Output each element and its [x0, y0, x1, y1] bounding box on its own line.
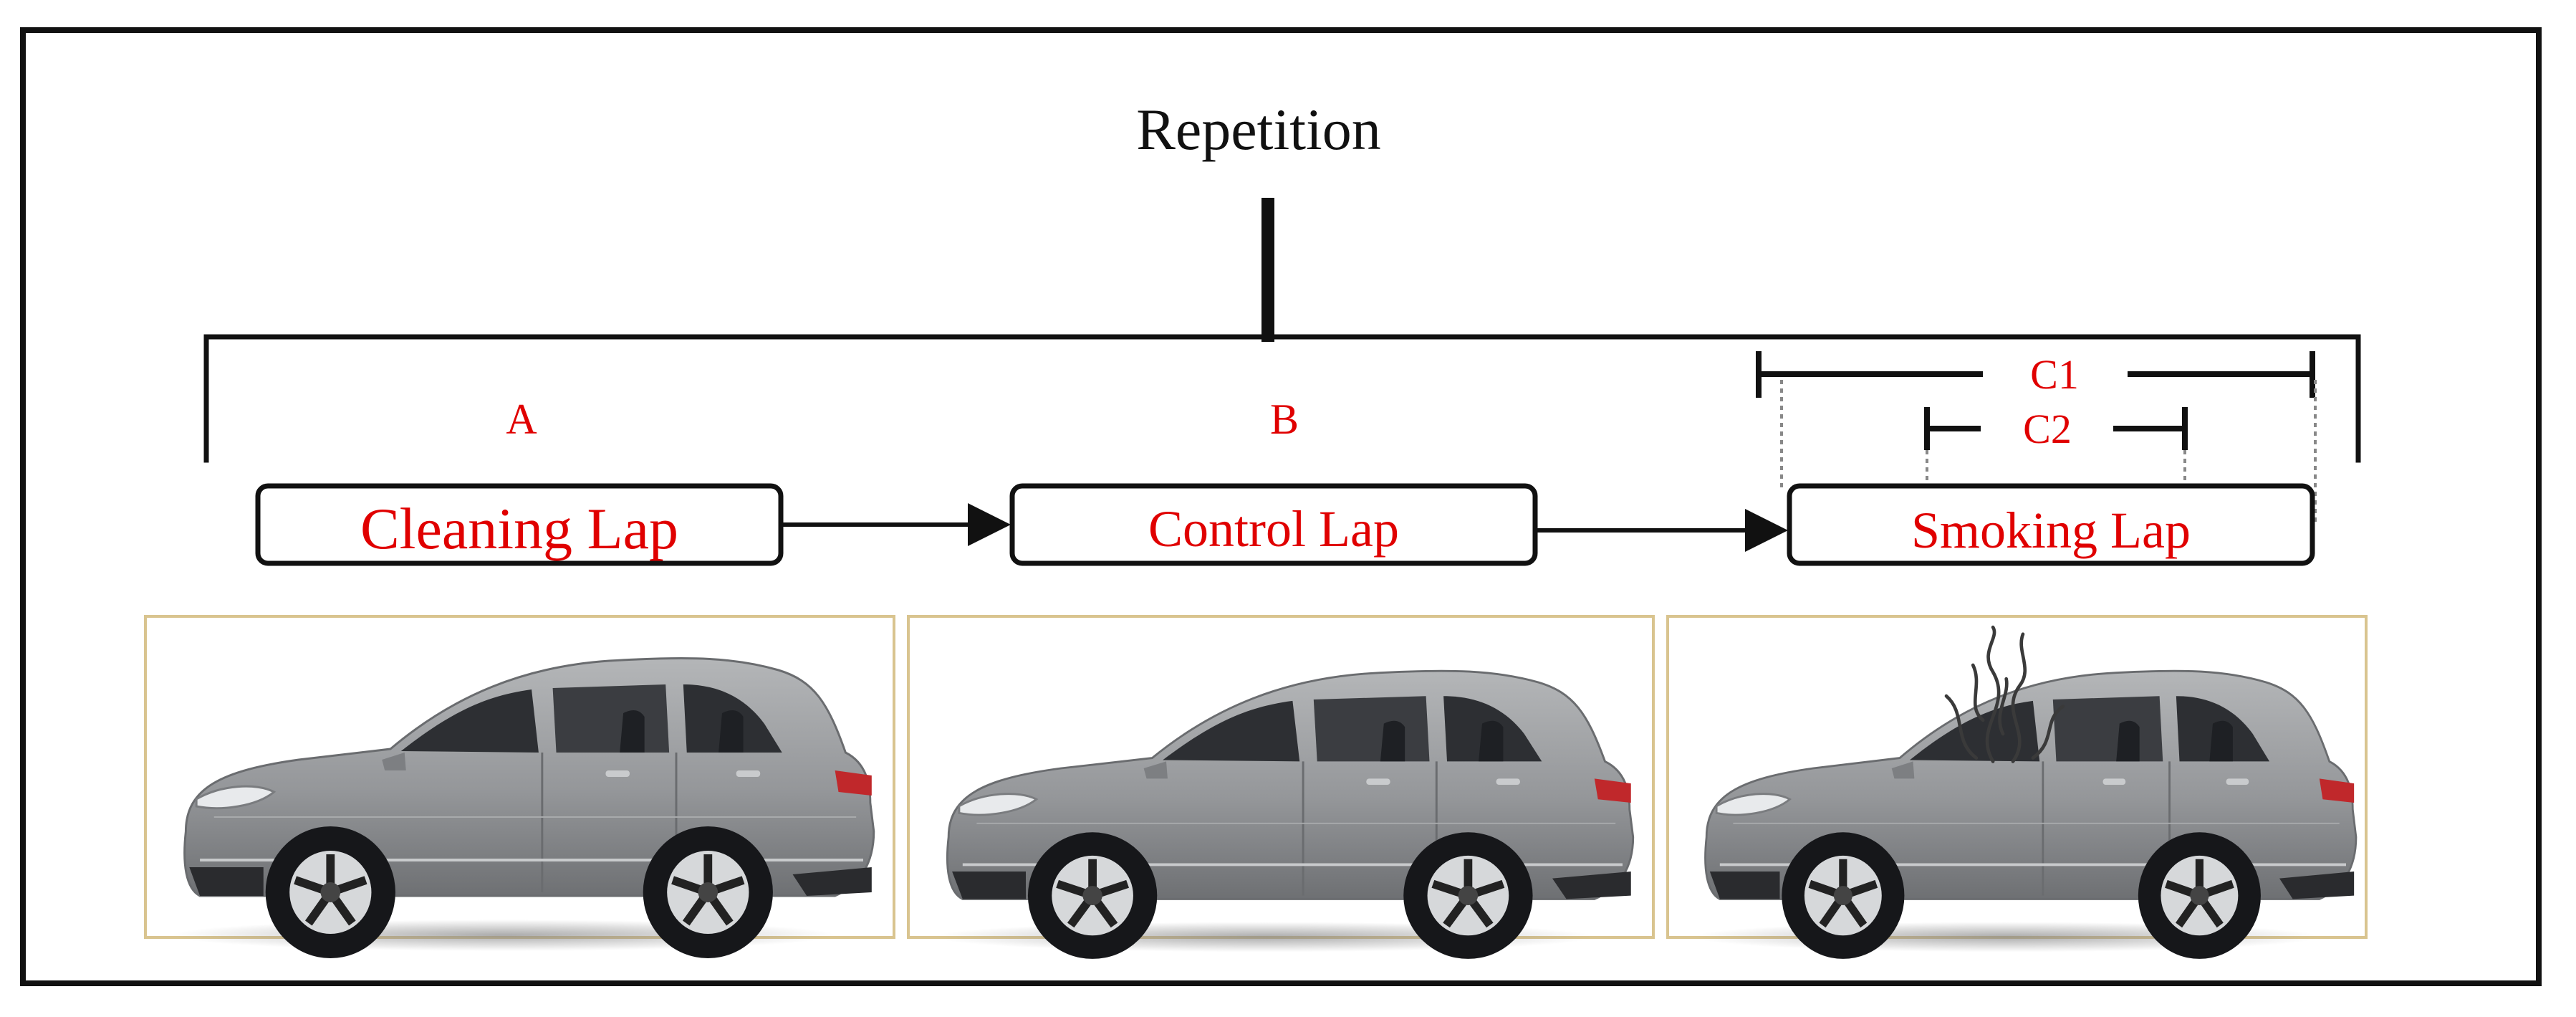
- stage-b-letter: B: [1270, 396, 1299, 443]
- c2-interval: [1924, 407, 2188, 450]
- cleaning-lap-box: [255, 483, 784, 566]
- c1-label: C1: [2030, 351, 2079, 398]
- cleaning-lap-label: Cleaning Lap: [360, 496, 678, 561]
- car-with-smoke-icon: [1693, 625, 2356, 959]
- diagram-title: Repetition: [1136, 97, 1381, 162]
- interval-guides: [1780, 380, 2317, 523]
- smoking-lap-label: Smoking Lap: [1911, 502, 2191, 559]
- c1-interval: [1756, 351, 2315, 398]
- control-lap-box: [1009, 483, 1538, 566]
- repetition-bracket: [203, 198, 2361, 463]
- stage-a-letter: A: [506, 396, 537, 443]
- control-lap-label: Control Lap: [1148, 500, 1399, 558]
- diagram-frame: [20, 27, 2542, 986]
- smoke-icon: [1944, 625, 2065, 763]
- smoking-lap-box: [1787, 483, 2315, 566]
- c2-label: C2: [2023, 406, 2072, 452]
